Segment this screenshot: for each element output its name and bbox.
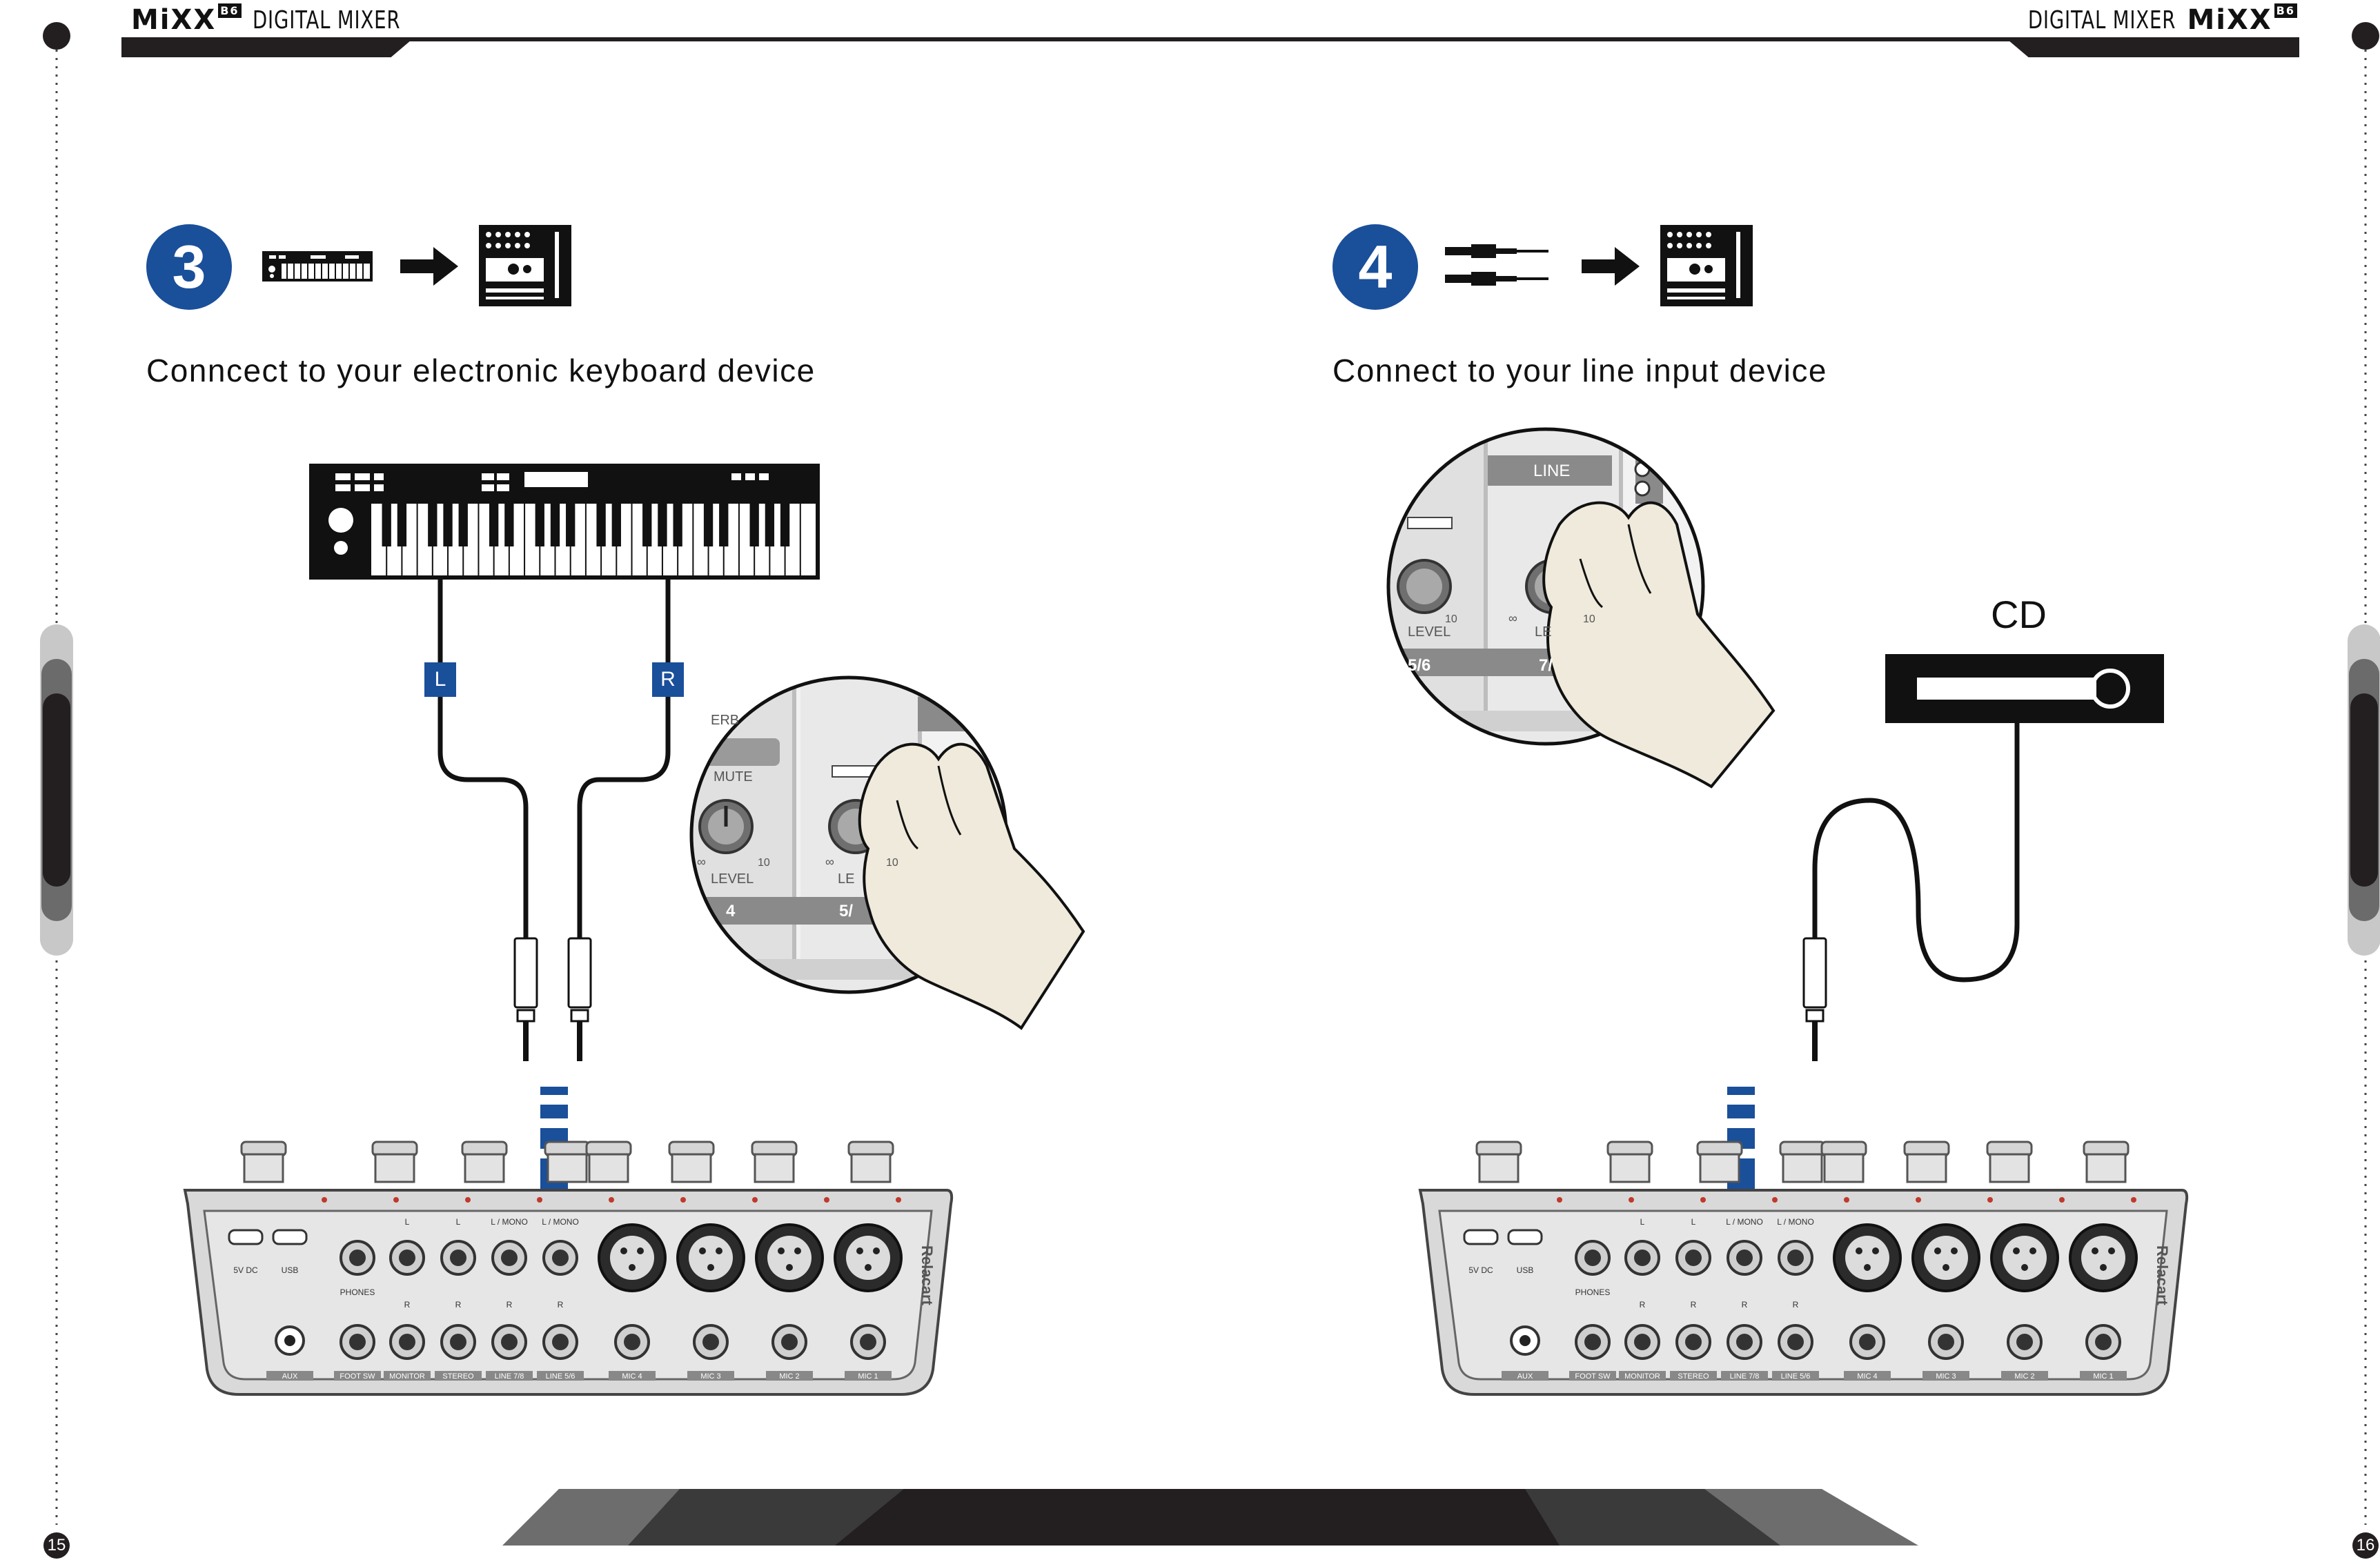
jack-plug-left: [513, 937, 538, 1061]
zoom-level-knob-right: LINE LEVEL LE 10 ∞ 10 5/6 7/: [1386, 427, 1776, 789]
svg-text:L / MONO: L / MONO: [491, 1217, 528, 1227]
page-number-right: 16: [2352, 1532, 2379, 1559]
svg-text:LEVEL: LEVEL: [711, 871, 754, 887]
mixer-rear-panel-right: 5V DC USB PHONES L L L / MONO L / MONO R R R R AUX F…: [1418, 1141, 2189, 1396]
svg-text:MONITOR: MONITOR: [1624, 1372, 1660, 1381]
svg-text:ERB: ERB: [711, 713, 739, 728]
svg-text:LEVEL: LEVEL: [1408, 624, 1450, 640]
svg-text:PHONES: PHONES: [340, 1287, 375, 1297]
svg-text:L: L: [456, 1217, 461, 1227]
svg-text:R: R: [404, 1300, 411, 1310]
svg-text:R: R: [455, 1300, 462, 1310]
arrow-right-icon-2: [1582, 247, 1640, 286]
keyboard-cables: [437, 580, 671, 1061]
svg-text:MIC 4: MIC 4: [622, 1372, 642, 1381]
svg-text:7/: 7/: [1539, 656, 1553, 675]
svg-text:R: R: [558, 1300, 564, 1310]
svg-text:PHONES: PHONES: [1575, 1287, 1611, 1297]
svg-text:USB: USB: [1517, 1265, 1534, 1275]
step-number-3: 3: [146, 224, 232, 310]
mixer-rear-panel-left: 5V DC USB PHONES L L L / MONO L / MONO R R R R AUX F…: [183, 1141, 954, 1396]
svg-text:L / MONO: L / MONO: [542, 1217, 579, 1227]
arrow-right-icon: [400, 247, 458, 286]
mixer-icon-2: [1660, 225, 1753, 306]
header-tab-left: [121, 40, 411, 57]
cd-cable: [1802, 723, 2020, 1061]
svg-text:LINE: LINE: [1533, 462, 1570, 480]
svg-text:LE: LE: [1535, 624, 1551, 640]
svg-text:MONITOR: MONITOR: [389, 1372, 425, 1381]
svg-text:5V DC: 5V DC: [233, 1265, 258, 1275]
svg-text:Relacart: Relacart: [2154, 1245, 2171, 1306]
svg-text:MIC 3: MIC 3: [700, 1372, 720, 1381]
svg-text:AUX: AUX: [1517, 1372, 1533, 1381]
svg-text:∞: ∞: [825, 855, 834, 869]
jack-plug-right: [567, 937, 592, 1061]
svg-text:L: L: [1640, 1217, 1645, 1227]
svg-text:4: 4: [726, 902, 736, 920]
keyboard-icon: [262, 251, 373, 282]
svg-text:R: R: [507, 1300, 513, 1310]
header-rule: [121, 37, 2299, 41]
step-number-4: 4: [1332, 224, 1418, 310]
svg-text:Relacart: Relacart: [918, 1245, 936, 1306]
svg-text:MIC 1: MIC 1: [2093, 1372, 2113, 1381]
header-tab-right: [2008, 40, 2299, 57]
svg-text:MIC 3: MIC 3: [1936, 1372, 1956, 1381]
svg-text:L: L: [405, 1217, 410, 1227]
svg-text:5/6: 5/6: [1408, 656, 1430, 675]
svg-text:R: R: [1640, 1300, 1646, 1310]
svg-text:MUTE: MUTE: [714, 769, 753, 784]
svg-text:USB: USB: [282, 1265, 299, 1275]
page-number-left: 15: [43, 1532, 70, 1559]
cd-player-illustration: [1885, 654, 2164, 723]
mixer-icon: [479, 225, 571, 306]
svg-text:LINE 7/8: LINE 7/8: [495, 1372, 524, 1381]
header-title-right: DIGITAL MIXER: [2028, 6, 2176, 34]
cable-pair-icon: [1445, 244, 1548, 286]
svg-text:L / MONO: L / MONO: [1726, 1217, 1763, 1227]
instruction-text-left: Conncect to your electronic keyboard dev…: [146, 353, 816, 388]
svg-text:MIC 1: MIC 1: [858, 1372, 878, 1381]
svg-text:FOOT SW: FOOT SW: [1575, 1372, 1611, 1381]
svg-text:AUX: AUX: [282, 1372, 298, 1381]
svg-text:5V DC: 5V DC: [1468, 1265, 1493, 1275]
header-title-left: DIGITAL MIXER: [252, 6, 400, 34]
svg-text:STEREO: STEREO: [1678, 1372, 1709, 1381]
cd-device-label: CD: [1991, 593, 2047, 636]
svg-text:R: R: [1793, 1300, 1799, 1310]
svg-text:5/: 5/: [839, 902, 853, 920]
electronic-keyboard-illustration: [309, 464, 820, 580]
svg-text:MIC 4: MIC 4: [1857, 1372, 1877, 1381]
cable-label-right: R: [652, 662, 684, 697]
jack-plug-cd: [1802, 937, 1827, 1061]
svg-text:STEREO: STEREO: [442, 1372, 474, 1381]
svg-text:L / MONO: L / MONO: [1777, 1217, 1814, 1227]
instruction-text-right: Connect to your line input device: [1332, 353, 1827, 388]
svg-text:LE: LE: [838, 871, 854, 887]
svg-text:LINE 5/6: LINE 5/6: [546, 1372, 576, 1381]
svg-text:∞: ∞: [1508, 611, 1517, 625]
svg-text:10: 10: [1445, 613, 1457, 625]
svg-text:10: 10: [886, 857, 898, 869]
svg-text:10: 10: [758, 857, 770, 869]
zoom-level-knob-left: ERB MUTE LEVEL LE ∞ 10 ∞ 10 4 5/: [689, 675, 1085, 1030]
svg-text:FOOT SW: FOOT SW: [340, 1372, 375, 1381]
cable-label-left: L: [424, 662, 456, 697]
svg-text:R: R: [1691, 1300, 1697, 1310]
svg-text:L: L: [1691, 1217, 1696, 1227]
svg-text:MIC 2: MIC 2: [2014, 1372, 2034, 1381]
svg-text:R: R: [1742, 1300, 1748, 1310]
svg-text:MIC 2: MIC 2: [779, 1372, 799, 1381]
svg-text:∞: ∞: [697, 855, 706, 869]
svg-text:LINE 5/6: LINE 5/6: [1781, 1372, 1811, 1381]
svg-text:LINE 7/8: LINE 7/8: [1730, 1372, 1760, 1381]
svg-text:10: 10: [1583, 613, 1595, 625]
